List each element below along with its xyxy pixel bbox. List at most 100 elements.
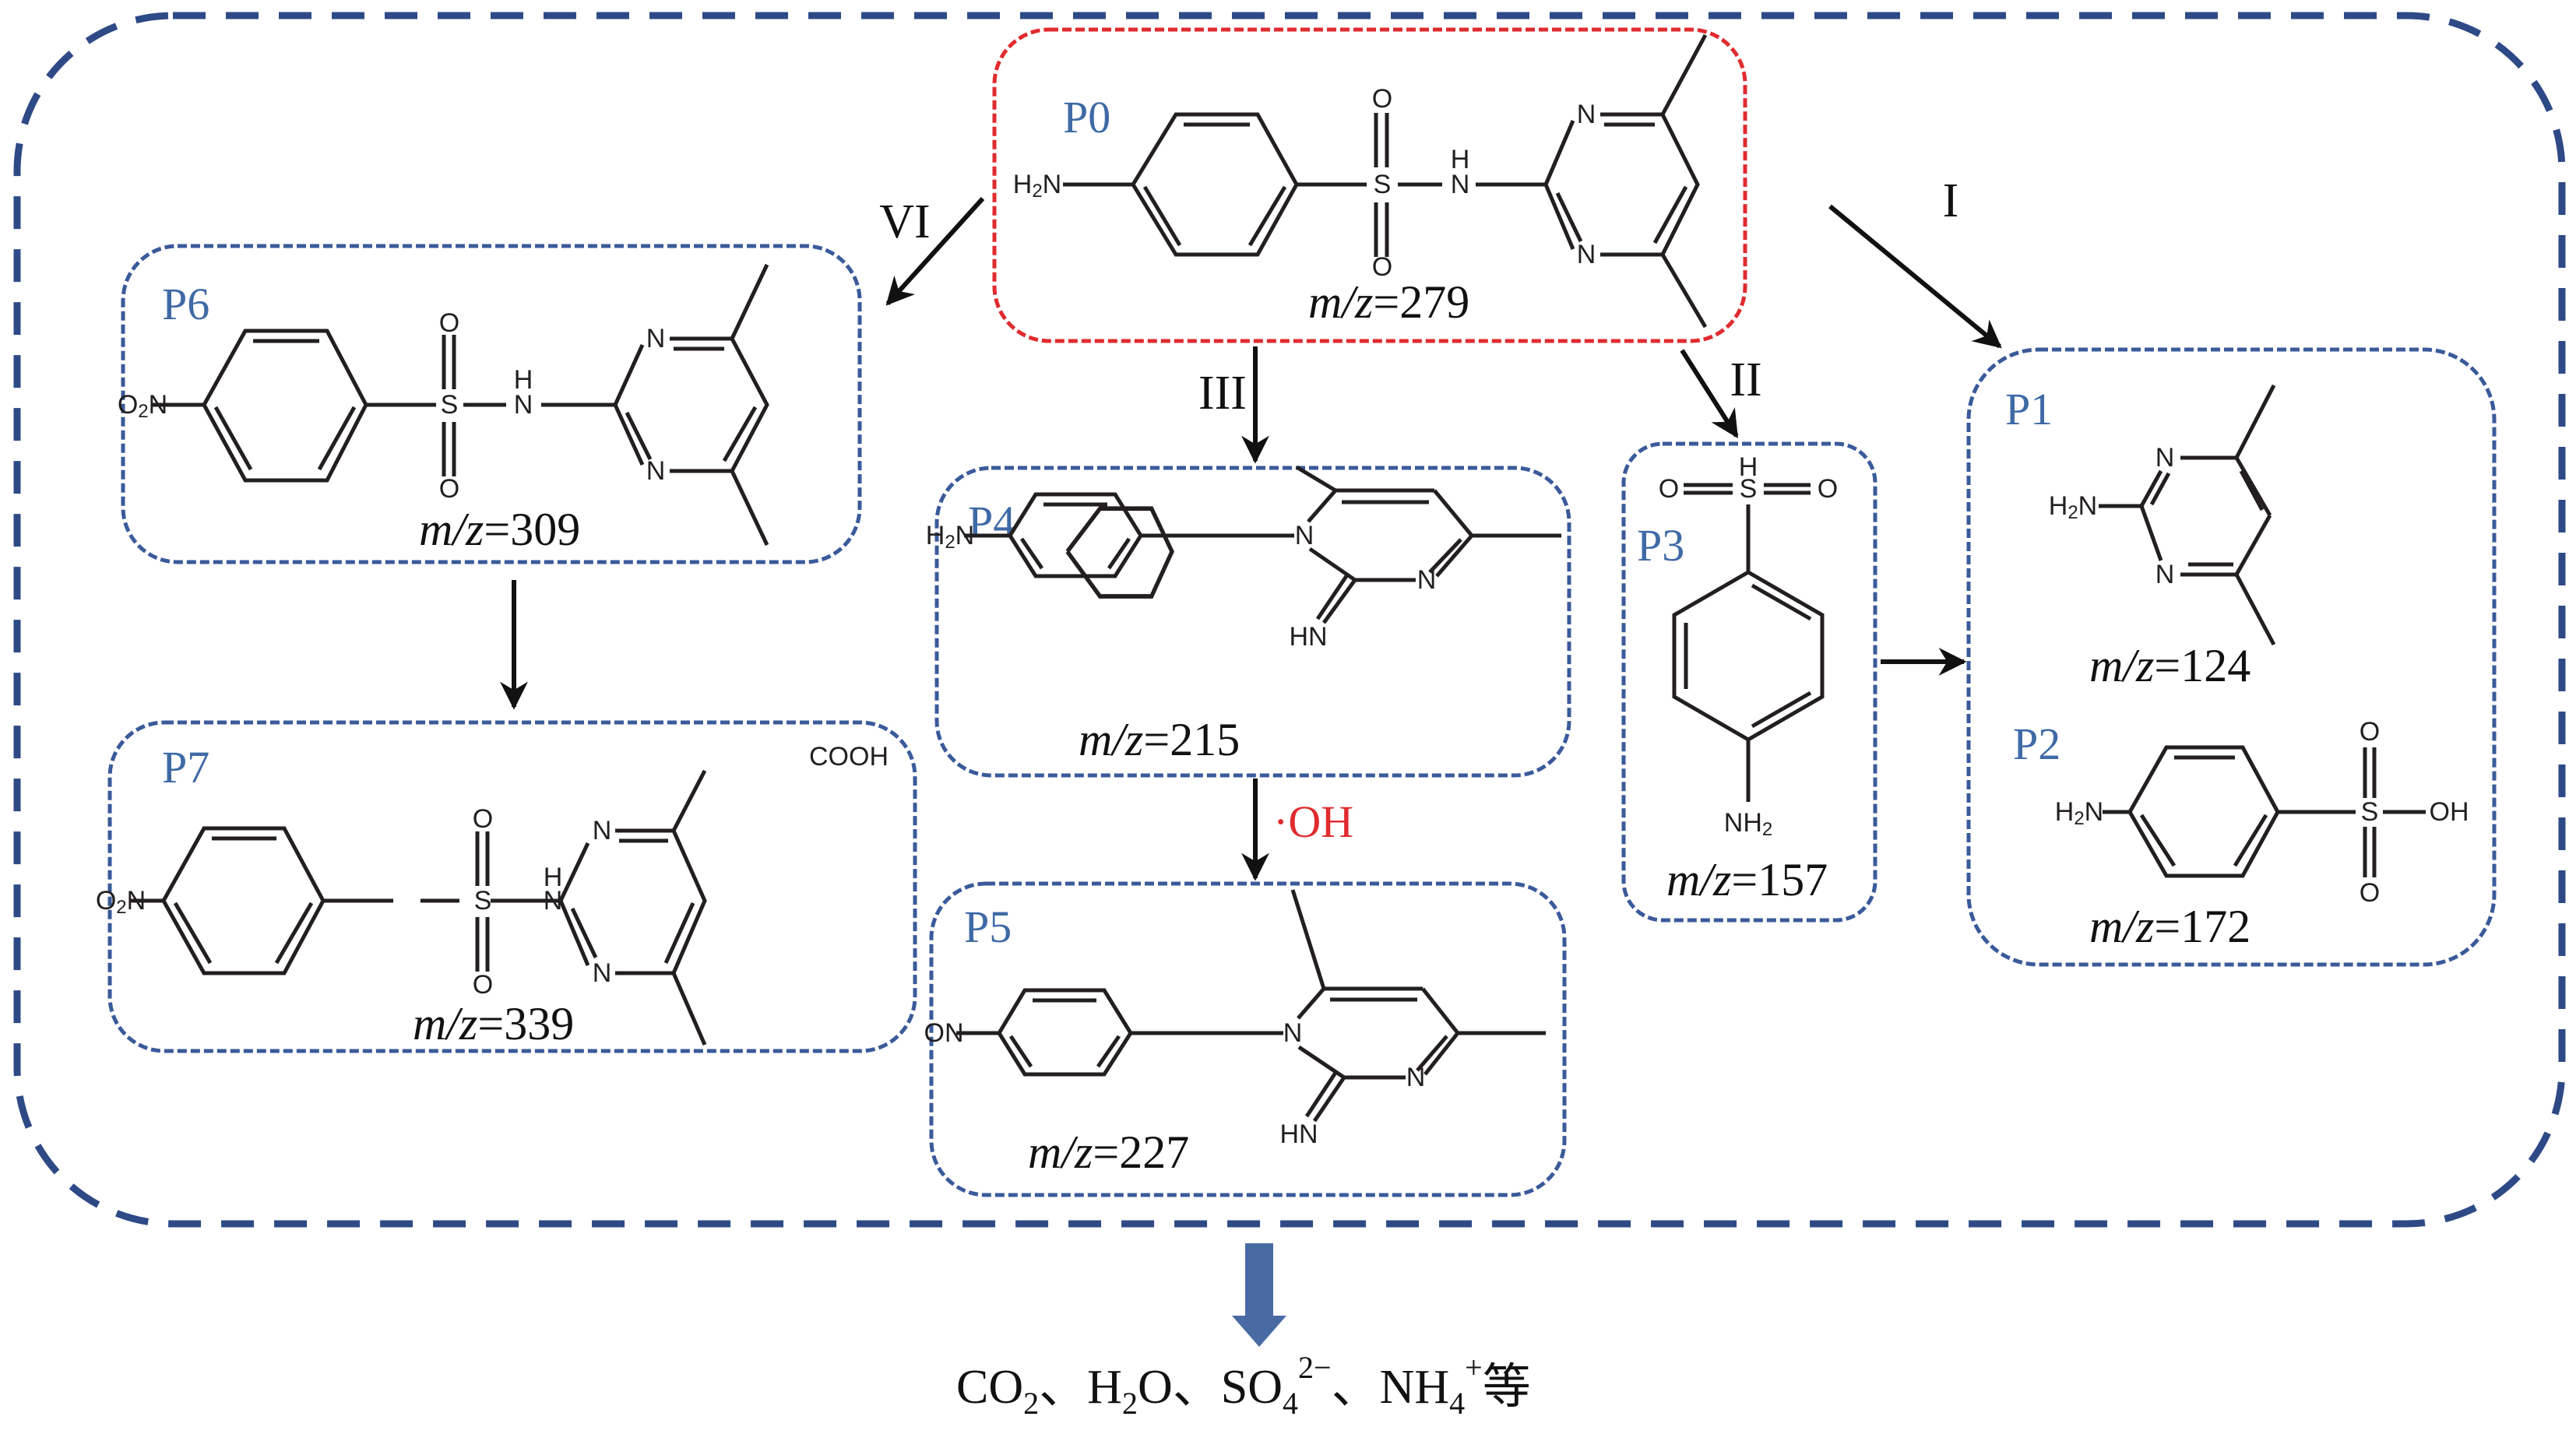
p0-oxygen-bottom: O: [1372, 252, 1392, 282]
p4-mz: m/z=215: [1079, 714, 1240, 765]
arrow-pathway-i: [1828, 204, 2002, 349]
p6-mz: m/z=309: [419, 504, 580, 555]
p2-benzene-ring: [2127, 745, 2280, 878]
p6-nitro-group: O2N: [118, 390, 167, 422]
compound-p5: P5 ON N N HN m/z=227: [924, 881, 1567, 1197]
p3-benzene-ring: [1672, 570, 1825, 742]
p1-pyrimidine-ring: [2099, 384, 2276, 646]
p1-mz: m/z=124: [2089, 640, 2250, 691]
p1-p2-box: [1966, 347, 2497, 967]
p7-benzene-ring: [161, 826, 326, 975]
p7-nitro-group: O2N: [96, 886, 146, 918]
p6-sulfur: S: [441, 390, 459, 420]
label-pathway-ii: II: [1730, 353, 1761, 406]
p6-benzene-ring: [202, 329, 368, 483]
p1-ring-n-top: N: [2155, 443, 2175, 473]
p7-ring-n-top: N: [593, 816, 612, 845]
p7-pyrimidine-ring: [558, 769, 707, 1046]
p7-box: [107, 720, 917, 1053]
p3-label: P3: [1637, 520, 1684, 571]
p7-oxygen-top: O: [473, 804, 493, 834]
p6-nh-nitrogen: N: [514, 390, 533, 420]
label-pathway-iii: III: [1198, 367, 1247, 420]
p0-sulfur: S: [1374, 170, 1392, 199]
p7-ring-n-bottom: N: [593, 958, 612, 988]
compound-p3: P3 H S O O NH2 m/z=157: [1621, 441, 1877, 923]
p2-sulfur: S: [2361, 797, 2379, 827]
p3-hydrogen: H: [1739, 452, 1758, 482]
arrow-pathway-vi: [885, 196, 985, 306]
p7-nh-hydrogen: H: [544, 863, 563, 892]
p2-hydroxyl: OH: [2430, 797, 2469, 827]
arrow-pathway-ii: [1680, 349, 1739, 439]
p2-oxygen-top: O: [2360, 717, 2380, 747]
p1-label: P1: [2005, 384, 2053, 434]
p4-imine: HN: [1289, 622, 1327, 652]
p4-label: P4: [968, 497, 1015, 547]
compound-p1-p2-group: P1 H2N N N m/z=124 P2: [1966, 347, 2497, 967]
compound-p0: P0 H2N S O O H N N: [992, 27, 1747, 343]
p3-sulfur: S: [1740, 474, 1758, 504]
p5-ring-n1: N: [1283, 1018, 1303, 1048]
p4-pyrimidine-ring: [1295, 465, 1561, 624]
p3-oxygen-right: O: [1818, 474, 1838, 504]
p3-amine: NH2: [1724, 808, 1772, 840]
p5-ring-n3: N: [1406, 1063, 1426, 1092]
p0-box: [992, 27, 1747, 343]
outer-pathway-border: [13, 12, 2566, 1228]
p0-oxygen-top: O: [1372, 84, 1392, 114]
p3-mz: m/z=157: [1666, 854, 1828, 905]
p0-amine: H2N: [1013, 170, 1061, 202]
p0-benzene-ring: [1131, 112, 1299, 257]
p5-pyrimidine-ring: [1290, 889, 1546, 1123]
label-pathway-vi: VI: [879, 195, 930, 248]
p6-box: [121, 244, 862, 564]
p3-oxygen-left: O: [1659, 474, 1679, 504]
p1-ring-n-bottom: N: [2155, 560, 2175, 589]
p0-nh-nitrogen: N: [1451, 170, 1470, 199]
p4-ring-n3: N: [1417, 565, 1437, 595]
p5-nitroso-group: ON: [924, 1018, 964, 1048]
p3-box: [1621, 441, 1877, 923]
p0-ring-n-top: N: [1577, 100, 1596, 129]
final-products-text: CO2、H2O、SO42−、NH4+等: [956, 1350, 1531, 1421]
p5-box: [929, 881, 1567, 1197]
label-hydroxyl-radical: ·OH: [1273, 796, 1353, 847]
p6-label: P6: [162, 279, 209, 329]
label-pathway-i: I: [1943, 174, 1959, 227]
p0-ring-n-bottom: N: [1577, 240, 1596, 269]
compound-p4: P4 H2N N N HN: [926, 465, 1571, 778]
p6-oxygen-top: O: [439, 308, 459, 338]
p2-oxygen-bottom: O: [2360, 878, 2380, 908]
p2-amine: H2N: [2055, 797, 2103, 829]
p7-nh-nitrogen: N: [544, 886, 563, 916]
p5-imine: HN: [1279, 1119, 1318, 1149]
p4-amine: H2N: [926, 521, 974, 553]
p0-mz: m/z=279: [1308, 276, 1469, 328]
p5-benzene-ring: [997, 988, 1133, 1077]
p7-oxygen-bottom: O: [473, 970, 493, 1000]
p0-label: P0: [1063, 92, 1110, 142]
p6-nh-hydrogen: H: [514, 365, 533, 395]
p0-pyrimidine-ring: [1543, 33, 1708, 329]
p4-ring-n1: N: [1295, 521, 1314, 550]
p4-box: [934, 466, 1571, 778]
p4-benzene-ring: [1065, 506, 1174, 599]
p7-carboxyl-group: COOH: [809, 742, 889, 771]
p6-ring-n-bottom: N: [646, 456, 666, 486]
p7-mz: m/z=339: [413, 998, 574, 1049]
p5-mz: m/z=227: [1028, 1126, 1189, 1178]
p7-label: P7: [162, 742, 209, 793]
mineralization-arrow: [1232, 1243, 1286, 1347]
p0-nh-hydrogen: H: [1451, 145, 1470, 174]
p2-label: P2: [2013, 719, 2060, 769]
p7-sulfur: S: [474, 886, 492, 916]
compound-p7: P7 O2N S O O H N N N COOH: [96, 720, 917, 1053]
p5-label: P5: [964, 902, 1012, 952]
pathway-arrows: VI III II I ·OH: [500, 174, 2002, 881]
compound-p6: P6 O2N S O O H N N N m/z=309: [118, 244, 862, 564]
p1-amine: H2N: [2049, 491, 2097, 523]
p2-mz: m/z=172: [2089, 901, 2250, 952]
p6-pyrimidine-ring: [613, 263, 769, 547]
